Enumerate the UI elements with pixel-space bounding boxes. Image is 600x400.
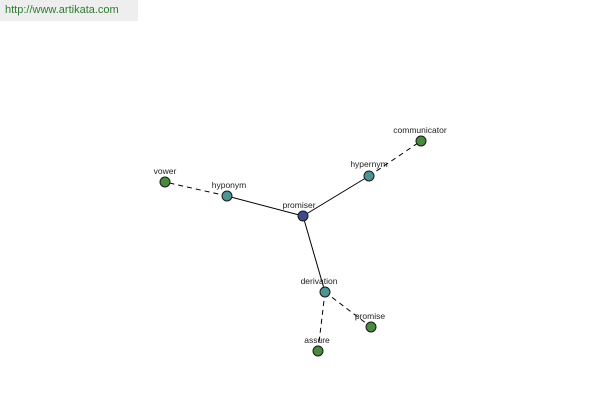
node-assure[interactable]: assure: [304, 335, 330, 357]
edge-derivation-promise: [324, 291, 372, 328]
node-communicator[interactable]: communicator: [393, 125, 447, 147]
node-promise[interactable]: promise: [355, 311, 386, 333]
site-url[interactable]: http://www.artikata.com: [0, 0, 138, 21]
node-label-promiser[interactable]: promiser: [282, 200, 315, 210]
node-label-communicator[interactable]: communicator: [393, 125, 447, 135]
node-circle-communicator[interactable]: [415, 135, 427, 147]
edge-derivation-assure: [317, 291, 326, 352]
node-label-promise[interactable]: promise: [355, 311, 386, 321]
node-derivation[interactable]: derivation: [301, 276, 338, 298]
node-circle-hyponym[interactable]: [221, 190, 233, 202]
node-circle-derivation[interactable]: [319, 286, 331, 298]
node-label-hyponym[interactable]: hyponym: [212, 180, 247, 190]
edge-promiser-hyponym: [226, 195, 304, 217]
nodes-layer: promiser hyponym hypernym derivation vower co…: [154, 125, 447, 357]
node-promiser[interactable]: promiser: [282, 200, 316, 222]
node-circle-assure[interactable]: [312, 345, 324, 357]
node-circle-promiser[interactable]: [297, 210, 309, 222]
edge-hypernym-communicator: [368, 140, 422, 177]
edges-layer: [164, 140, 422, 352]
node-circle-promise[interactable]: [365, 321, 377, 333]
node-label-vower[interactable]: vower: [154, 166, 177, 176]
node-label-assure[interactable]: assure: [304, 335, 330, 345]
node-circle-hypernym[interactable]: [363, 170, 375, 182]
node-label-derivation[interactable]: derivation: [301, 276, 338, 286]
edge-hyponym-vower: [164, 181, 228, 197]
edge-promiser-derivation: [302, 215, 326, 293]
node-circle-vower[interactable]: [159, 176, 171, 188]
node-vower[interactable]: vower: [154, 166, 177, 188]
edge-promiser-hypernym: [302, 175, 370, 217]
node-label-hypernym[interactable]: hypernym: [350, 159, 387, 169]
node-hypernym[interactable]: hypernym: [350, 159, 388, 182]
node-hyponym[interactable]: hyponym: [212, 180, 247, 202]
